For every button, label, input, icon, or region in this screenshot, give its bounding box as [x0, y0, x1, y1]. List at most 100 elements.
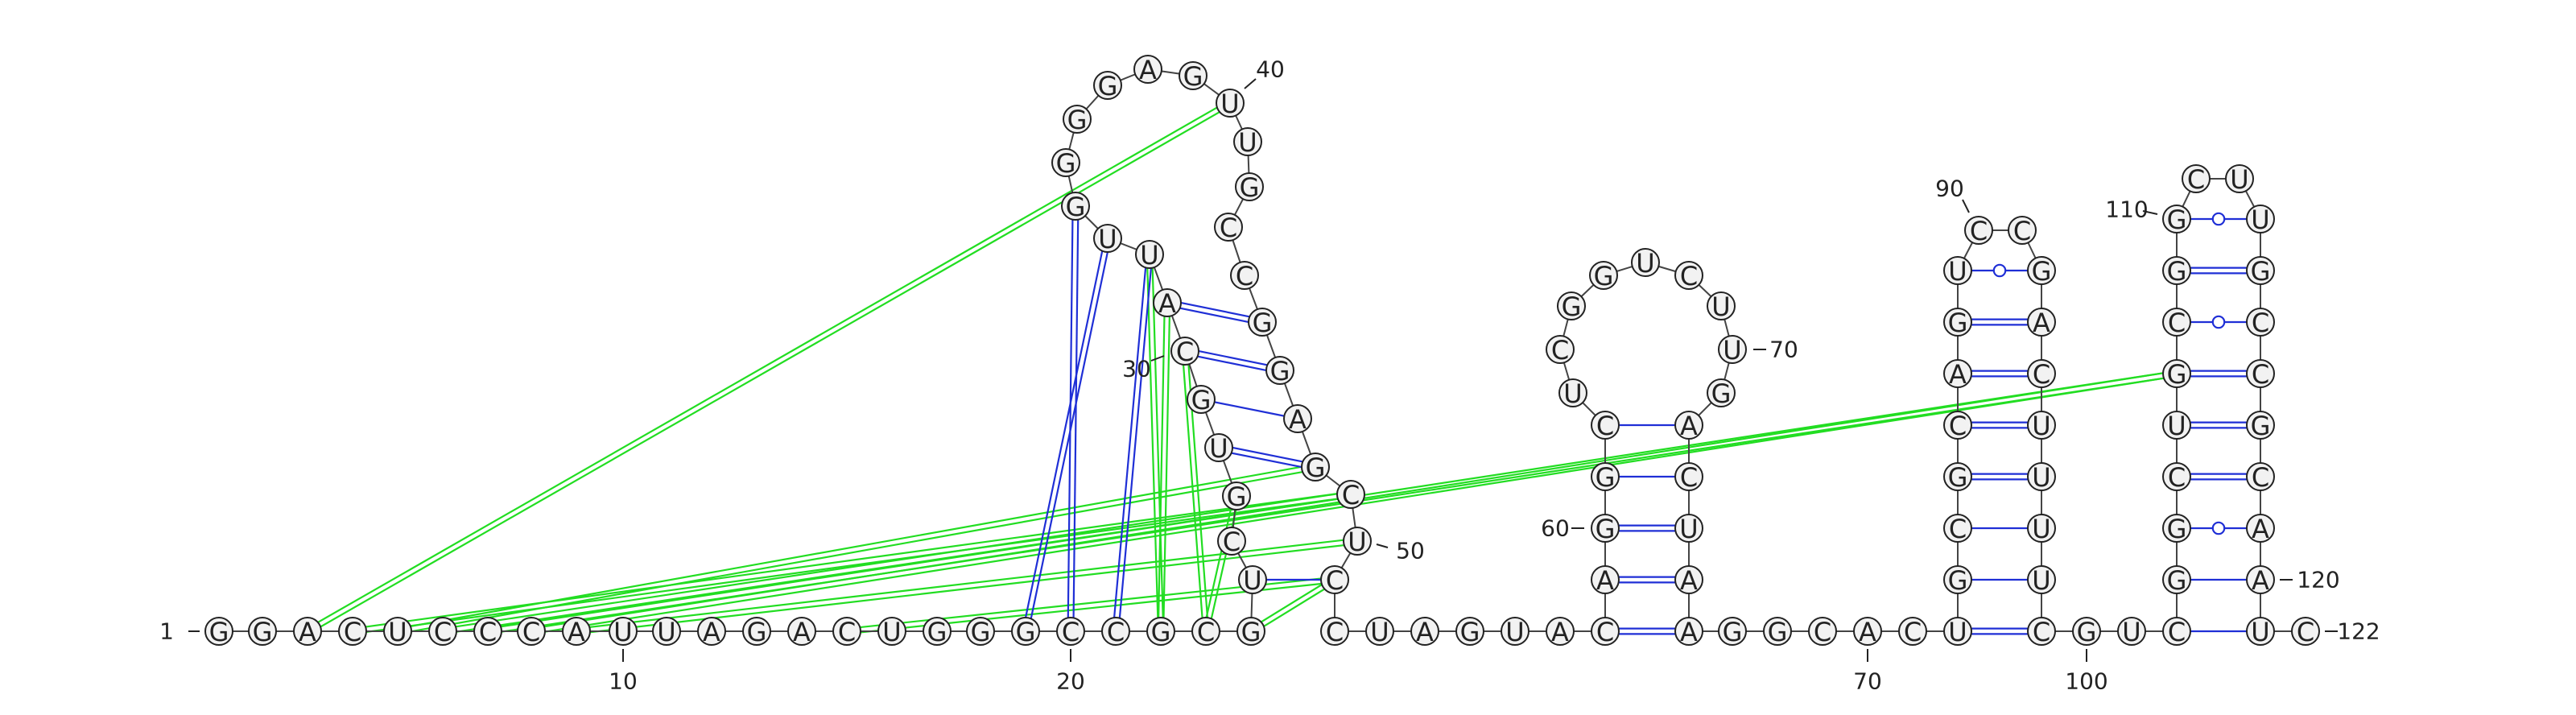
nucleotide: G	[1591, 514, 1620, 544]
nucleotide-letter: U	[613, 617, 632, 647]
nucleotide: G	[1265, 356, 1294, 386]
nucleotide: A	[293, 617, 322, 647]
nucleotide-letter: G	[1596, 462, 1616, 493]
nucleotide-letter: G	[927, 617, 947, 647]
nucleotide: C	[1546, 335, 1575, 366]
nucleotide: C	[2008, 216, 2037, 246]
nucleotide: U	[1943, 256, 1972, 287]
nucleotide: C	[1214, 213, 1243, 243]
nucleotide: A	[562, 617, 591, 647]
nucleotide: U	[2027, 462, 2056, 493]
nucleotide-letter: A	[1139, 55, 1157, 85]
nucleotide: C	[2246, 308, 2275, 338]
nucleotide-letter: A	[2252, 565, 2269, 596]
nucleotide-letter: G	[1594, 261, 1614, 291]
nucleotide-letter: U	[1348, 527, 1366, 557]
nucleotide: U	[1204, 433, 1233, 464]
nucleotide: C	[1591, 617, 1620, 647]
nucleotide-letter: C	[1551, 335, 1569, 366]
nucleotide-letter: G	[1098, 71, 1118, 101]
nucleotide-letter: G	[1562, 291, 1582, 322]
nucleotide-letter: U	[2032, 462, 2050, 493]
pseudoknot-pair-line	[1146, 254, 1165, 632]
nucleotide: G	[966, 617, 995, 647]
nucleotide-letter: C	[2033, 359, 2050, 390]
nucleotide-letter: C	[1596, 617, 1614, 647]
nucleotide-letter: A	[703, 617, 720, 647]
nucleotide: C	[1943, 514, 1972, 544]
nucleotide: C	[2162, 308, 2191, 338]
nucleotide-letter: C	[1680, 261, 1698, 291]
nucleotide-letter: G	[1306, 453, 1326, 483]
nucleotide: G	[1591, 462, 1620, 493]
gu-pair-marker	[1992, 263, 2007, 278]
nucleotide: C	[2182, 164, 2211, 195]
nucleotide: G	[1061, 192, 1090, 222]
nucleotide-letter: G	[1240, 172, 1260, 203]
nucleotide-letter: U	[2032, 565, 2050, 596]
nucleotide-letter: A	[1158, 288, 1176, 319]
nucleotide-letter: A	[2033, 308, 2050, 338]
nucleotide-letter: C	[434, 617, 452, 647]
nucleotide: G	[1236, 617, 1265, 647]
nucleotide-letter: G	[747, 617, 767, 647]
nucleotide: U	[1343, 527, 1372, 557]
nucleotide: G	[1301, 453, 1330, 483]
position-number: 100	[2065, 668, 2107, 695]
position-number: 10	[609, 668, 638, 695]
nucleotide: A	[1283, 404, 1312, 435]
position-number: 20	[1056, 668, 1085, 695]
nucleotide-letter: U	[2167, 411, 2186, 441]
nucleotide-letter: C	[1904, 617, 1922, 647]
nucleotide-letter: C	[1342, 480, 1360, 510]
nucleotide-letter: A	[1289, 404, 1307, 435]
nucleotide-letter: C	[2252, 462, 2269, 493]
nucleotide-letter: G	[1241, 617, 1261, 647]
nucleotide: A	[1546, 617, 1575, 647]
nucleotide-letter: G	[1151, 617, 1171, 647]
nucleotide: G	[1763, 617, 1792, 647]
nucleotide-letter: C	[1596, 411, 1614, 441]
nucleotide: C	[1320, 617, 1349, 647]
nucleotide: C	[1591, 411, 1620, 441]
nucleotide-letter: A	[793, 617, 811, 647]
nucleotide-letter: C	[2013, 216, 2031, 246]
nucleotide-letter: C	[1680, 462, 1698, 493]
nucleotide-letter: C	[838, 617, 856, 647]
nucleotide: G	[1063, 105, 1092, 135]
nucleotide: G	[2246, 411, 2275, 441]
nucleotide-letter: C	[522, 617, 540, 647]
nucleotide: C	[1230, 261, 1259, 291]
nucleotide-letter: U	[1243, 565, 1261, 596]
nucleotide-letter: U	[1140, 240, 1158, 271]
nucleotide: C	[832, 617, 861, 647]
pseudoknot-pair-line	[1249, 577, 1337, 634]
nucleotide: A	[1591, 565, 1620, 596]
number-tick	[1150, 355, 1165, 362]
nucleotide: U	[2027, 411, 2056, 441]
nucleotide-letter: G	[1067, 105, 1088, 135]
position-number: 60	[1541, 515, 1570, 542]
nucleotide: U	[383, 617, 412, 647]
nucleotide-letter: A	[299, 617, 316, 647]
nucleotide: U	[1631, 248, 1660, 279]
nucleotide: U	[2027, 514, 2056, 544]
nucleotide: C	[1101, 617, 1130, 647]
nucleotide: U	[2027, 565, 2056, 596]
nucleotide: G	[2072, 617, 2101, 647]
nucleotide: A	[1674, 411, 1703, 441]
nucleotide-letter: G	[1191, 385, 1212, 415]
nucleotide-letter: U	[2230, 164, 2248, 195]
nucleotide: C	[1217, 527, 1246, 557]
nucleotide: A	[697, 617, 726, 647]
nucleotide: C	[2246, 462, 2275, 493]
nucleotide-letter: U	[2032, 411, 2050, 441]
nucleotide: C	[1898, 617, 1927, 647]
nucleotide: U	[1238, 565, 1267, 596]
nucleotide: A	[2246, 514, 2275, 544]
nucleotide-letter: G	[1711, 378, 1732, 409]
position-number: 110	[2105, 196, 2148, 223]
